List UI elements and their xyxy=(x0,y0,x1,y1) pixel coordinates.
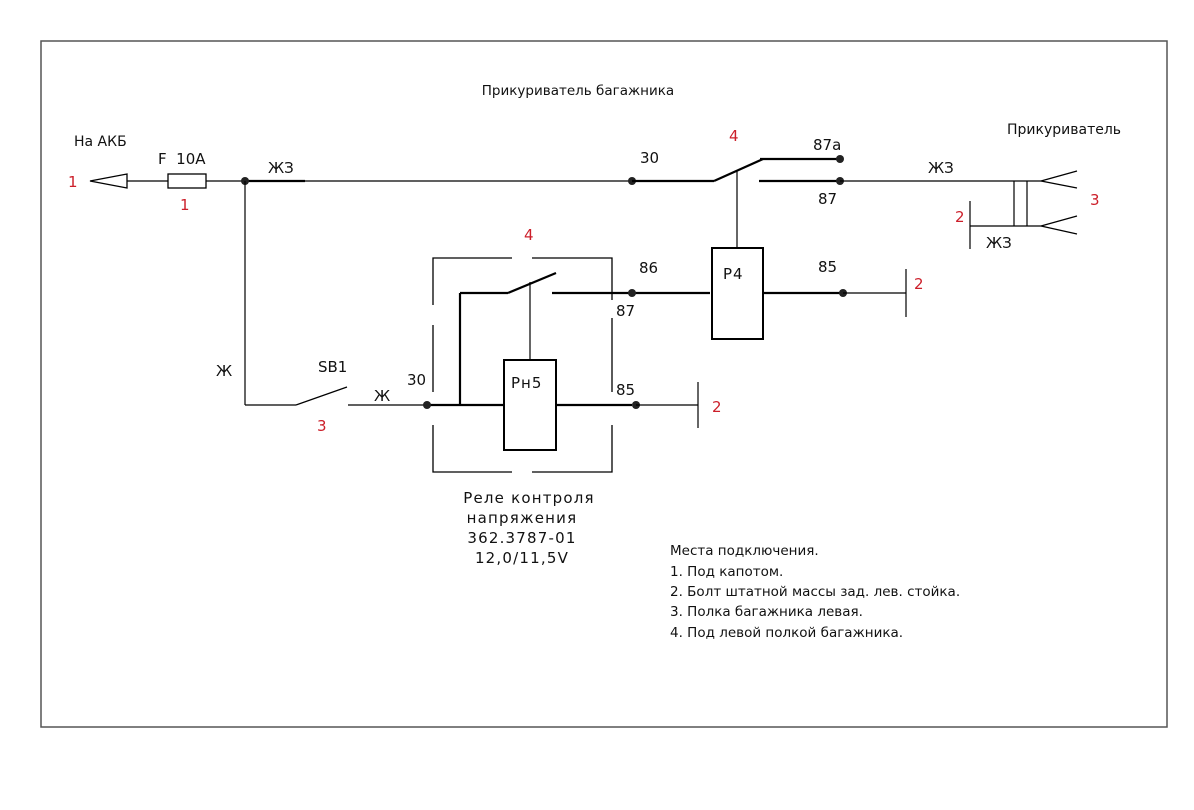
switch-icon[interactable] xyxy=(295,386,348,406)
p4-pin-85: 85 xyxy=(818,258,837,276)
wire-color-switch-right: Ж xyxy=(374,387,390,405)
p4-pin-30: 30 xyxy=(640,149,659,167)
rn5-enclosure xyxy=(432,257,512,305)
legend-item: 4. Под левой полкой багажника. xyxy=(670,625,903,641)
wire-color-main: ЖЗ xyxy=(268,159,294,177)
fuse-label: F 10A xyxy=(158,150,206,168)
p4-contact xyxy=(713,157,764,183)
battery-label: На АКБ xyxy=(74,134,127,150)
legend-item: 3. Полка багажника левая. xyxy=(670,604,863,620)
rn5-location-mark: 4 xyxy=(524,226,534,244)
socket-icon[interactable] xyxy=(1013,170,1078,235)
wire-color-lighter-ground: ЖЗ xyxy=(986,234,1012,252)
switch-sb1-location-mark: 3 xyxy=(317,417,327,435)
rn5-caption-line-3: 362.3787-01 xyxy=(467,529,576,547)
diagram-title: Прикуриватель багажника xyxy=(482,83,674,99)
rn5-label: Pн5 xyxy=(511,374,542,392)
lighter-location-mark: 3 xyxy=(1090,191,1100,209)
drawing-frame xyxy=(40,40,1168,728)
wire-color-lighter-out: ЖЗ xyxy=(928,159,954,177)
p4-pin-87: 87 xyxy=(818,190,837,208)
rn5-caption-line-1: Реле контроля xyxy=(463,489,595,507)
p4-pin-86: 86 xyxy=(639,259,658,277)
p4-location-mark: 4 xyxy=(729,127,739,145)
rn5-pin-85: 85 xyxy=(616,381,635,399)
fuse-icon xyxy=(167,173,207,189)
rn5-caption-line-2: напряжения xyxy=(467,509,578,527)
lighter-ground-mark: 2 xyxy=(955,208,965,226)
legend-item: 2. Болт штатной массы зад. лев. стойка. xyxy=(670,584,960,600)
p4-coil xyxy=(711,247,764,340)
fuse-location-mark: 1 xyxy=(180,196,190,214)
switch-sb1-label: SB1 xyxy=(318,358,347,376)
battery-location-mark: 1 xyxy=(68,173,78,191)
p4-label: P4 xyxy=(723,265,744,283)
legend-item: 1. Под капотом. xyxy=(670,564,783,580)
lighter-label: Прикуриватель xyxy=(1007,122,1121,138)
relay-p4: 4 30 87a 87 P4 86 85 xyxy=(628,127,847,340)
rn5-contact xyxy=(507,271,557,295)
rn5-pin-87: 87 xyxy=(616,302,635,320)
legend: Места подключения. 1. Под капотом. 2. Бо… xyxy=(670,543,960,641)
relay-rn5: 4 Pн5 30 87 85 xyxy=(407,226,710,473)
legend-heading: Места подключения. xyxy=(670,543,819,559)
rn5-pin-30: 30 xyxy=(407,371,426,389)
p4-ground-mark: 2 xyxy=(914,275,924,293)
rn5-caption-line-4: 12,0/11,5V xyxy=(475,549,569,567)
rn5-ground-mark: 2 xyxy=(712,398,722,416)
arrow-terminal-icon xyxy=(89,173,128,189)
rn5-coil xyxy=(503,359,557,451)
p4-pin-87a: 87a xyxy=(813,136,841,154)
wire-color-switch-left: Ж xyxy=(216,362,232,380)
